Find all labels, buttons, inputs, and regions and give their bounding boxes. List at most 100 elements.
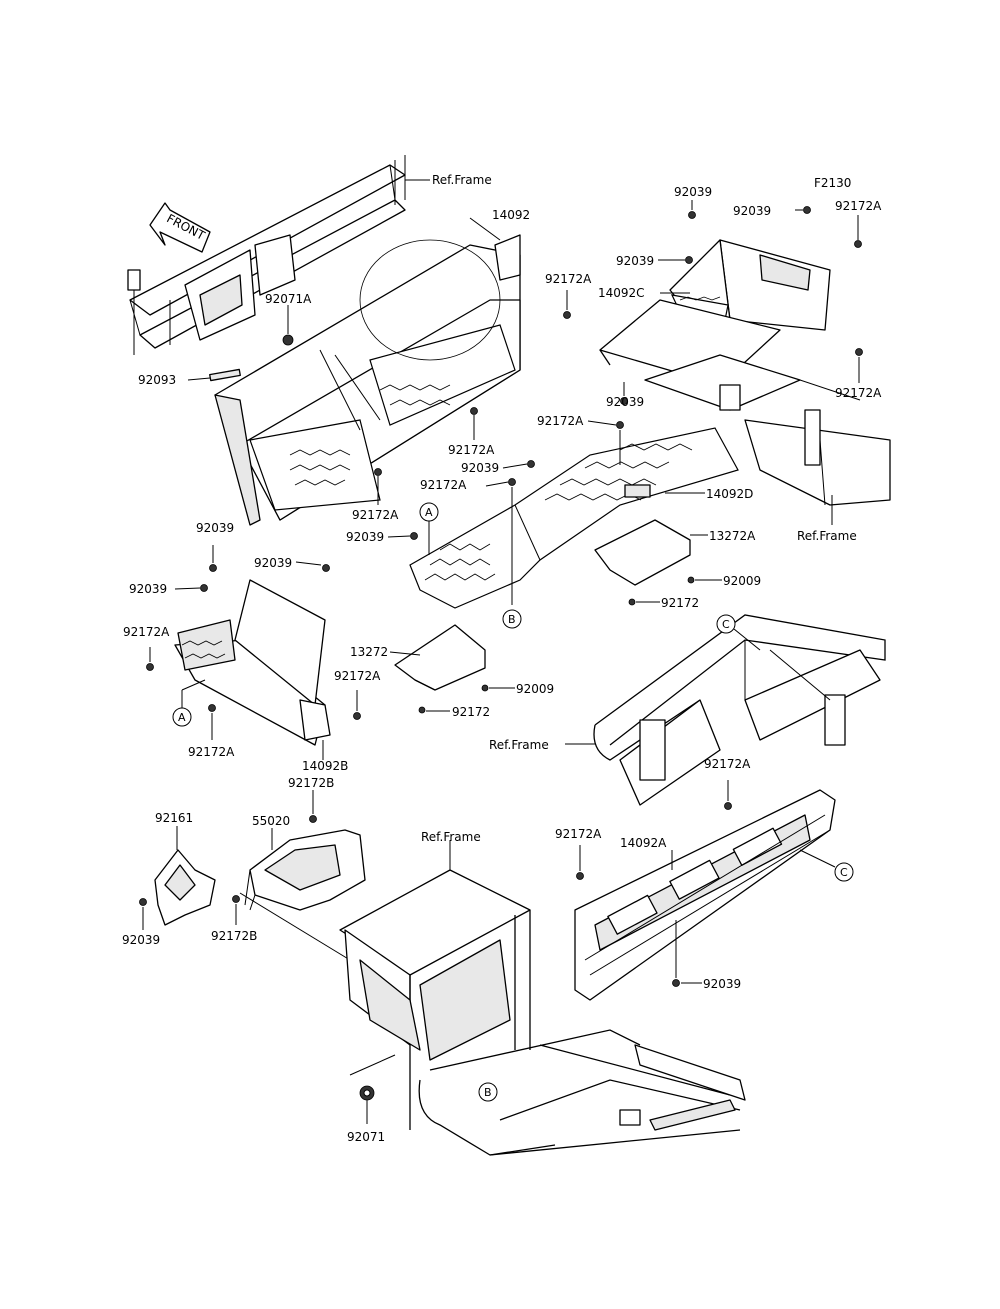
- bolt-92039-icon: [322, 564, 330, 572]
- bolt-92172-icon: [418, 706, 426, 714]
- bolt-92039-icon: [672, 979, 680, 987]
- label-92172a-tr2: 92172A: [835, 386, 882, 400]
- bolt-92172a-icon: [855, 348, 863, 356]
- label-14092a: 14092A: [620, 836, 667, 850]
- label-92039-l3: 92039: [129, 582, 167, 596]
- label-92172-l: 92172: [452, 705, 490, 719]
- label-ref-frame-top: Ref.Frame: [432, 173, 492, 187]
- label-92172a-3: 92172A: [352, 508, 399, 522]
- bolt-92172a-icon: [854, 240, 862, 248]
- grommet-92071-hole: [363, 1089, 371, 1097]
- label-92039-tr1: 92039: [674, 185, 712, 199]
- bolt-92172a-icon: [724, 802, 732, 810]
- label-92172a-m2: 92172A: [555, 827, 602, 841]
- label-92172b-2: 92172B: [211, 929, 257, 943]
- label-92039-m1: 92039: [703, 977, 741, 991]
- bolt-92172a-icon: [374, 468, 382, 476]
- bolt-92039-icon: [139, 898, 147, 906]
- bolt-92172a-icon: [576, 872, 584, 880]
- bolt-92172b-icon: [232, 895, 240, 903]
- label-ref-frame-right: Ref.Frame: [797, 529, 857, 543]
- rear-frame-right: [593, 614, 886, 806]
- label-92039-tr2: 92039: [733, 204, 771, 218]
- bolt-92039-icon: [620, 397, 628, 405]
- label-92172a-m1: 92172A: [704, 757, 751, 771]
- label-92009-l: 92009: [516, 682, 554, 696]
- label-14092: 14092: [492, 208, 530, 222]
- label-ref-frame-mid: Ref.Frame: [489, 738, 549, 752]
- part-13272a-plate: [594, 519, 691, 586]
- main-frame-bottom: [339, 840, 746, 1156]
- label-13272a: 13272A: [709, 529, 756, 543]
- bolt-92172a-icon: [470, 407, 478, 415]
- label-92172a-2: 92172A: [448, 443, 495, 457]
- bolt-92009-icon: [481, 684, 489, 692]
- label-92172b-1: 92172B: [288, 776, 334, 790]
- label-92039-tr3: 92039: [616, 254, 654, 268]
- part-14092a-panel: [574, 789, 836, 1001]
- callout-b-bottom-label: B: [484, 1086, 492, 1099]
- label-92172a-c1: 92172A: [537, 414, 584, 428]
- label-92172a-1: 92172A: [545, 272, 592, 286]
- label-92172a-tr1: 92172A: [835, 199, 882, 213]
- bolt-92039-icon: [685, 256, 693, 264]
- callout-b-top: [502, 609, 522, 629]
- label-55020: 55020: [252, 814, 290, 828]
- front-arrow-icon: FRONT: [149, 202, 211, 253]
- callout-c-bottom-label: C: [840, 866, 848, 879]
- label-92039-l1: 92039: [196, 521, 234, 535]
- label-14092b: 14092B: [302, 759, 348, 773]
- bolt-92039-icon: [803, 206, 811, 214]
- bolt-92172-icon: [628, 598, 636, 606]
- label-92172a-l2: 92172A: [334, 669, 381, 683]
- bolt-92172a-icon: [563, 311, 571, 319]
- front-frame-section: FRONT: [127, 155, 406, 355]
- label-92039-l2: 92039: [254, 556, 292, 570]
- grommet-92071a-icon: [282, 334, 294, 346]
- callout-c-bottom: [834, 862, 854, 882]
- label-92039-c1: 92039: [606, 395, 644, 409]
- label-92161: 92161: [155, 811, 193, 825]
- part-14092b-box: [174, 579, 331, 746]
- bolt-92172a-icon: [508, 478, 516, 486]
- bolt-92039-icon: [688, 211, 696, 219]
- bolt-92039-icon: [410, 532, 418, 540]
- label-92172a-c2: 92172A: [420, 478, 467, 492]
- label-92093: 92093: [138, 373, 176, 387]
- bolt-92039-icon: [209, 564, 217, 572]
- label-92172a-l1: 92172A: [123, 625, 170, 639]
- part-55020-duct: [244, 829, 366, 911]
- label-92071a: 92071A: [265, 292, 312, 306]
- label-92172-r: 92172: [661, 596, 699, 610]
- bolt-92009-icon: [687, 576, 695, 584]
- bolt-92172a-icon: [616, 421, 624, 429]
- part-13272-plate: [394, 624, 486, 691]
- label-92039-c2: 92039: [461, 461, 499, 475]
- label-14092d: 14092D: [706, 487, 753, 501]
- bolt-92172a-icon: [146, 663, 154, 671]
- bolt-92172a-icon: [208, 704, 216, 712]
- callout-b-bottom: [478, 1082, 498, 1102]
- figure-code: F2130: [814, 176, 851, 190]
- bolt-92039-icon: [527, 460, 535, 468]
- label-92172a-l3: 92172A: [188, 745, 235, 759]
- label-92009-r: 92009: [723, 574, 761, 588]
- label-14092c: 14092C: [598, 286, 645, 300]
- bolt-92039-icon: [200, 584, 208, 592]
- part-92161-cover: [154, 849, 216, 926]
- label-13272: 13272: [350, 645, 388, 659]
- callout-a-top-label: A: [425, 506, 433, 519]
- callout-a-bottom-label: A: [178, 711, 186, 724]
- label-92039-bl: 92039: [122, 933, 160, 947]
- callout-c-top-label: C: [722, 618, 730, 631]
- rear-frame-top-right: [599, 299, 891, 506]
- bolt-92172b-icon: [309, 815, 317, 823]
- label-92071: 92071: [347, 1130, 385, 1144]
- part-14092d-floor-mat: [409, 427, 739, 609]
- bolt-92172a-icon: [353, 712, 361, 720]
- label-ref-frame-bottom: Ref.Frame: [421, 830, 481, 844]
- pin-92093-icon: [209, 368, 241, 382]
- callout-b-top-label: B: [508, 613, 516, 626]
- part-14092-cargo-box: [214, 234, 521, 526]
- callout-c-top: [716, 614, 736, 634]
